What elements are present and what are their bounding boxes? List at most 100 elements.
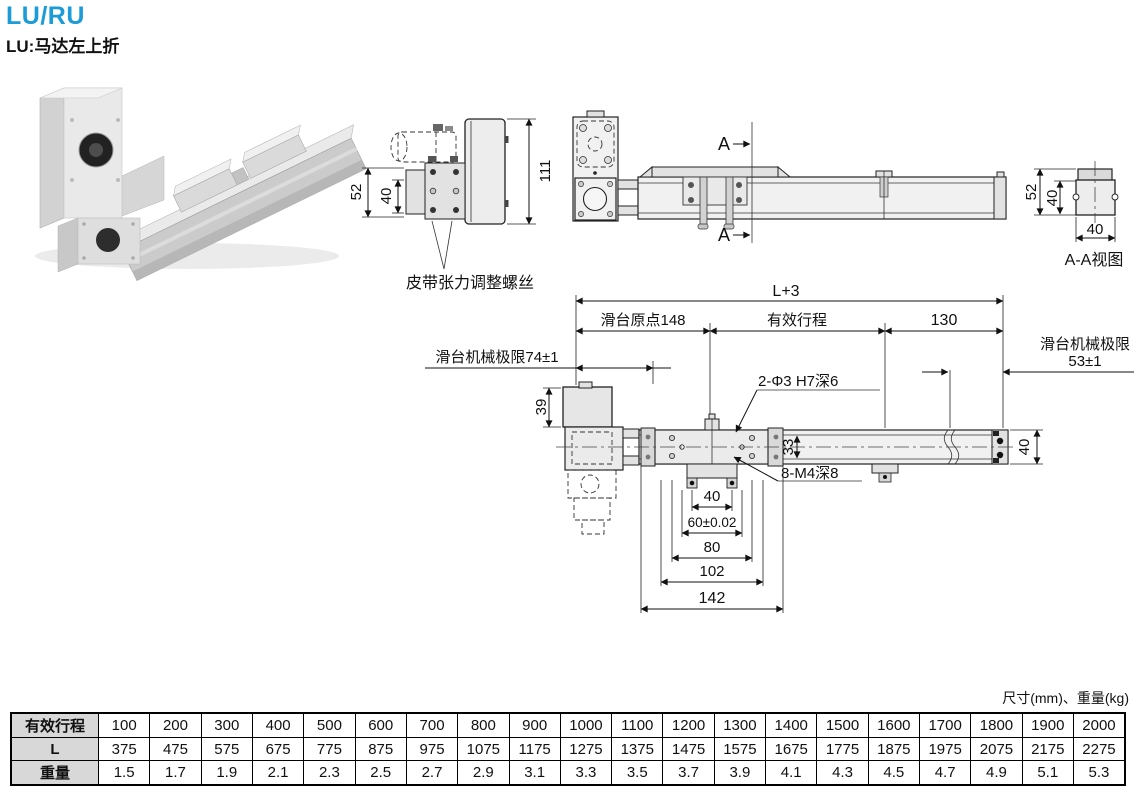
- carriage-plate: [173, 158, 238, 213]
- table-cell: 2.1: [251, 760, 305, 786]
- table-cell: 100: [97, 712, 151, 738]
- table-cell: 500: [303, 712, 356, 738]
- row-header: 重量: [10, 760, 99, 786]
- units-note: 尺寸(mm)、重量(kg): [1002, 690, 1129, 706]
- table-cell: 575: [200, 737, 253, 761]
- table-cell: 1075: [457, 737, 510, 761]
- table-cell: 375: [97, 737, 151, 761]
- section-dim-outer: 52: [1023, 184, 1040, 201]
- table-cell: 4.5: [867, 760, 921, 786]
- table-cell: 1900: [1021, 712, 1074, 738]
- table-cell: 3.7: [662, 760, 715, 786]
- table-cell: 1275: [559, 737, 613, 761]
- table-cell: 1700: [918, 712, 972, 738]
- table-cell: 800: [457, 712, 510, 738]
- dim-end-130: 130: [931, 312, 958, 329]
- table-cell: 1400: [765, 712, 818, 738]
- table-cell: 3.1: [508, 760, 561, 786]
- dim-pitch-60: 60±0.02: [688, 515, 737, 530]
- section-letter-top: A: [718, 134, 730, 154]
- page-subtitle: LU:马达左上折: [6, 37, 120, 56]
- dim-effective-stroke: 有效行程: [767, 312, 827, 329]
- table-cell: 2.9: [457, 760, 510, 786]
- table-cell: 400: [251, 712, 305, 738]
- table-cell: 700: [405, 712, 459, 738]
- page-title: LU/RU: [6, 2, 85, 30]
- table-cell: 2075: [970, 737, 1023, 761]
- limit-right-label-1: 滑台机械极限: [1040, 336, 1130, 353]
- table-cell: 1975: [918, 737, 972, 761]
- table-cell: 2275: [1072, 737, 1126, 761]
- callout-dowel-holes: 2-Φ3 H7深6: [758, 373, 838, 390]
- table-cell: 3.3: [559, 760, 613, 786]
- table-cell: 2175: [1021, 737, 1074, 761]
- table-cell: 975: [405, 737, 459, 761]
- table-cell: 2.5: [354, 760, 407, 786]
- dim-motor-height: 39: [533, 399, 550, 416]
- dim-rail-inner: 33: [780, 439, 797, 456]
- table-cell: 3.5: [611, 760, 664, 786]
- section-view-drawing: 52 40 40 A-A视图: [1023, 161, 1123, 269]
- section-dim-inner: 40: [1044, 190, 1061, 207]
- table-cell: 600: [354, 712, 407, 738]
- table-cell: 1375: [611, 737, 664, 761]
- table-cell: 475: [149, 737, 202, 761]
- dim-pitch-40: 40: [704, 488, 721, 505]
- dim-pitch-102: 102: [699, 563, 724, 580]
- section-letter-bottom: A: [718, 225, 730, 245]
- side-view-drawing: 111 52 40 皮带张力调整螺丝: [348, 118, 554, 292]
- table-cell: 1575: [713, 737, 767, 761]
- callout-tap-holes: 8-M4深8: [781, 465, 839, 482]
- section-caption: A-A视图: [1065, 251, 1124, 269]
- dim-slider-length: 142: [699, 590, 726, 607]
- table-cell: 200: [149, 712, 202, 738]
- table-cell: 2.7: [405, 760, 459, 786]
- table-cell: 775: [303, 737, 356, 761]
- dim-plate-height: 111: [537, 160, 554, 183]
- table-cell: 1.5: [97, 760, 151, 786]
- table-cell: 1500: [816, 712, 869, 738]
- section-dim-width: 40: [1087, 221, 1104, 238]
- dim-rail-height: 40: [1016, 439, 1033, 456]
- table-cell: 1800: [970, 712, 1023, 738]
- dim-height-outer: 52: [348, 184, 365, 201]
- table-cell: 2000: [1072, 712, 1126, 738]
- table-cell: 1100: [611, 712, 664, 738]
- table-cell: 1475: [662, 737, 715, 761]
- table-cell: 675: [251, 737, 305, 761]
- table-cell: 1875: [867, 737, 921, 761]
- row-header: L: [10, 737, 99, 761]
- table-cell: 4.7: [918, 760, 972, 786]
- limit-left-label: 滑台机械极限74±1: [435, 349, 558, 366]
- table-cell: 1200: [662, 712, 715, 738]
- table-cell: 5.3: [1072, 760, 1126, 786]
- carriage-plate: [242, 124, 307, 179]
- table-cell: 1.7: [149, 760, 202, 786]
- row-header: 有效行程: [10, 712, 99, 738]
- table-cell: 1600: [867, 712, 921, 738]
- table-cell: 1675: [765, 737, 818, 761]
- motor-housing: [39, 87, 123, 229]
- product-photo: [35, 87, 367, 281]
- table-cell: 5.1: [1021, 760, 1074, 786]
- table-cell: 3.9: [713, 760, 767, 786]
- table-cell: 1775: [816, 737, 869, 761]
- top-view-drawing: A A: [572, 110, 1007, 245]
- table-cell: 1175: [508, 737, 561, 761]
- belt-tension-label: 皮带张力调整螺丝: [406, 274, 534, 292]
- dim-pitch-80: 80: [704, 539, 721, 556]
- table-cell: 1000: [559, 712, 613, 738]
- table-cell: 2.3: [303, 760, 356, 786]
- table-cell: 1.9: [200, 760, 253, 786]
- table-cell: 4.9: [970, 760, 1023, 786]
- limit-right-label-2: 53±1: [1068, 353, 1101, 370]
- table-cell: 4.1: [765, 760, 818, 786]
- table-cell: 4.3: [816, 760, 869, 786]
- dim-height-inner: 40: [378, 188, 395, 205]
